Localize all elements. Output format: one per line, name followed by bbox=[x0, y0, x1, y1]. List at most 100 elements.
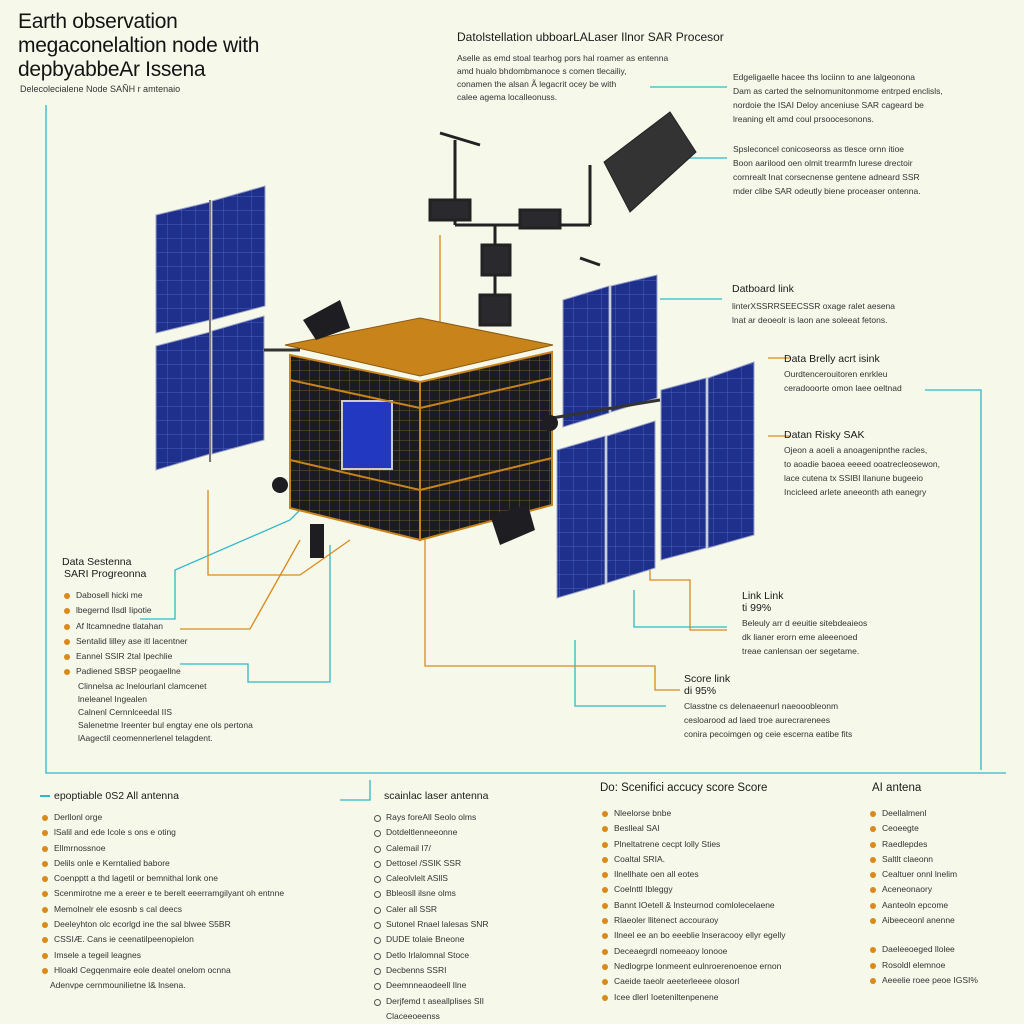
title-line-1: Earth observation bbox=[18, 10, 178, 33]
list-item: Rays foreAll Seolo olms bbox=[372, 810, 489, 825]
callout-line: lace cutena tx SSIBI llanune bugeeio bbox=[784, 473, 923, 483]
list-item: CSSIÆ. Cans ie ceenatilpeenopielon bbox=[40, 932, 284, 947]
satellite-bus bbox=[284, 317, 554, 542]
list-item: Dotdeltlenneeonne bbox=[372, 825, 489, 840]
top-header-line: Aselle as emd stoal tearhog pors hal roa… bbox=[457, 53, 669, 63]
list-item: Caler all SSR bbox=[372, 902, 489, 917]
callout-line: nordoie the ISAI Deloy anceniuse SAR cag… bbox=[733, 100, 924, 110]
bottom-col-title: Do: Scenifici accucy score Score bbox=[600, 782, 768, 794]
list-item: Ilneel ee an bo eeeblie lnseracooy ellyr… bbox=[600, 928, 786, 943]
list-item: Af ltcamnedne tlatahan bbox=[62, 619, 253, 634]
bottom-col-title: epoptiable 0S2 All antenna bbox=[40, 790, 284, 802]
list-subline: Salenetme Ireenter bul engtay ene ols pe… bbox=[78, 719, 253, 730]
list-item: Aanteoln epcome bbox=[868, 898, 978, 913]
bottom-col-title: scainlac laser antenna bbox=[384, 790, 489, 802]
list-item: Sutonel Rnael lalesas SNR bbox=[372, 917, 489, 932]
list-item: Plneltatrene cecpt lolly Sties bbox=[600, 837, 786, 852]
left-panel-subtitle: SARI Progreonna bbox=[64, 568, 147, 580]
list-item: Dabosell hicki me bbox=[62, 588, 253, 603]
list-item: Bannt IOetell & lnsteurnod comlolecelaen… bbox=[600, 898, 786, 913]
list-subline: lneleanel Ingealen bbox=[78, 693, 148, 704]
callout-value: ti 99% bbox=[742, 602, 772, 614]
callout-line: cesloarood ad laed troe aurecrarenees bbox=[684, 715, 831, 725]
callout-line: to aoadie baoea eeeed ooatrecleosewon, bbox=[784, 459, 940, 469]
title-line-3: depbyabbeAr Issena bbox=[18, 58, 206, 81]
solar-panel-dark bbox=[603, 111, 697, 213]
list-item: Raedlepdes bbox=[868, 837, 978, 852]
list-item: Deemnneaodeell Ilne bbox=[372, 978, 489, 993]
list-item: Dettosel /SSIK SSR bbox=[372, 856, 489, 871]
list-item: Aibeeceonl anenne bbox=[868, 913, 978, 928]
list-item: Daeleeoeged llolee bbox=[868, 942, 978, 957]
list-subline: lAagectil ceomennerlenel telagdent. bbox=[78, 732, 213, 743]
list-item: Aceneonaory bbox=[868, 882, 978, 897]
callout-line: Dam as carted the selnomunitonmome entrp… bbox=[733, 86, 943, 96]
title-line-2: megaconelaltion node with bbox=[18, 34, 260, 57]
list-item: DUDE tolaie Bneone bbox=[372, 932, 489, 947]
list-item: Deceaegrdl nomeeaoy lonooe bbox=[600, 944, 786, 959]
list-item: lSalil and ede Icole s ons e oting bbox=[40, 825, 284, 840]
callout-title: Data Brelly acrt isink bbox=[784, 353, 880, 365]
callout-line: lnat ar deoeolr is laon ane soleeat feto… bbox=[732, 315, 888, 325]
callout-link-link: Link Link ti 99% Beleuly arr d eeuitie s… bbox=[742, 590, 867, 658]
list-item: Deeleyhton olc ecorlgd ine the sal blwee… bbox=[40, 917, 284, 932]
callout-title: Datan Risky SAK bbox=[784, 429, 865, 441]
bottom-col-1: epoptiable 0S2 All antenna Derllonl orge… bbox=[40, 790, 284, 992]
callout-line: ceradooorte omon laee oeltnad bbox=[784, 383, 902, 393]
list-item: Saltlt claeonn bbox=[868, 852, 978, 867]
top-header-body: Aselle as emd stoal tearhog pors hal roa… bbox=[457, 52, 668, 104]
list-tail: Claceeoeenss bbox=[386, 1010, 440, 1021]
callout-line: Incicleed arlete aneeonth ath eanegry bbox=[784, 487, 927, 497]
list-item: Caleolvlelt ASllS bbox=[372, 871, 489, 886]
top-header-line: conamen the alsan Ã legacrit ocey be wit… bbox=[457, 79, 617, 89]
list-item: Rlaeoler llitenect accouraoy bbox=[600, 913, 786, 928]
callout-line: conira pecoimgen og ceie escerna eatibe … bbox=[684, 729, 853, 739]
callout-line: mder clibe SAR odeutly biene proceaser o… bbox=[733, 186, 921, 196]
list-item: Eannel SSIR 2tal Ipechlie bbox=[62, 649, 253, 664]
list-subline: Clinnelsa ac lnelourlanl clamcenet bbox=[78, 680, 207, 691]
callout-top-right-2: Spsleconcel conicoseorss as tlesce ornn … bbox=[733, 142, 921, 198]
list-item: Aeeelie roee peoe IGSI% bbox=[868, 973, 978, 988]
list-item: Rosoldl elemnoe bbox=[868, 958, 978, 973]
callout-line: linterXSSRRSEECSSR oxage ralet aesena bbox=[732, 301, 895, 311]
bottom-col-2: scainlac laser antenna Rays foreAll Seol… bbox=[372, 790, 489, 1023]
list-item: Caeide taeolr aeeterleeee olosorl bbox=[600, 974, 786, 989]
list-item: Beslleal SAl bbox=[600, 821, 786, 836]
list-item: Icee dlerl Ioeteniltenpenene bbox=[600, 990, 786, 1005]
callout-title: Score link bbox=[684, 673, 731, 685]
top-mast bbox=[428, 131, 601, 327]
list-item: Ellmrnossnoe bbox=[40, 841, 284, 856]
list-item: Hloakl Cegqenmaire eole deatel onelom oc… bbox=[40, 963, 284, 978]
left-solar-arrays bbox=[155, 185, 300, 471]
callout-line: Edgeligaelle hacee ths lociinn to ane la… bbox=[733, 72, 915, 82]
callout-line: Boon aarilood oen olmit trearmfn lurese … bbox=[733, 158, 913, 168]
page-title: Earth observation megaconelaltion node w… bbox=[18, 10, 259, 82]
callout-title: Link Link bbox=[742, 590, 784, 602]
bottom-col-title: AI antena bbox=[872, 782, 922, 794]
callout-line: Ojeon a aoeli a anoagenipnthe racles, bbox=[784, 445, 928, 455]
list-item: Scenmirotne me a ereer e te berelt eeerr… bbox=[40, 886, 284, 901]
left-panel: Data Sestenna SARI Progreonna Dabosell h… bbox=[62, 556, 253, 745]
top-header-title: Datolstellation ubboarLALaser Ilnor SAR … bbox=[457, 30, 724, 44]
list-item: Calemail I7/ bbox=[372, 841, 489, 856]
list-item: Delils onle e Kerntalied babore bbox=[40, 856, 284, 871]
list-item: Deellalmenl bbox=[868, 806, 978, 821]
callout-line: Ourdtencerouitoren enrkleu bbox=[784, 369, 888, 379]
cyan-leader-lines bbox=[45, 86, 1006, 801]
list-tail: Adenvpe cernmounilietne l& lnsena. bbox=[50, 980, 186, 991]
list-item: Coaltal SRIA. bbox=[600, 852, 786, 867]
list-item: Imsele a tegeil leagnes bbox=[40, 948, 284, 963]
callout-data-risky: Datan Risky SAK Ojeon a aoeli a anoageni… bbox=[784, 429, 940, 499]
list-item: Cealtuer onnl lnelim bbox=[868, 867, 978, 882]
callout-line: Classtne cs delenaeenurl naeooobleonm bbox=[684, 701, 839, 711]
list-subline: Calnenl Cernnlceedal IIS bbox=[78, 706, 173, 717]
top-header-line: calee agema localleonuss. bbox=[457, 92, 558, 102]
list-item: Derllonl orge bbox=[40, 810, 284, 825]
list-item: Ceoeegte bbox=[868, 821, 978, 836]
top-header-line: amd hualo bhdombmanoce s comen tlecailiy… bbox=[457, 66, 627, 76]
right-solar-arrays bbox=[539, 274, 755, 599]
callout-top-right-1: Edgeligaelle hacee ths lociinn to ane la… bbox=[733, 70, 943, 126]
callout-title: Datboard link bbox=[732, 283, 794, 295]
list-item: Memolnelr ele esosnb s cal deecs bbox=[40, 902, 284, 917]
callout-data-really: Data Brelly acrt isink Ourdtencerouitore… bbox=[784, 353, 902, 395]
